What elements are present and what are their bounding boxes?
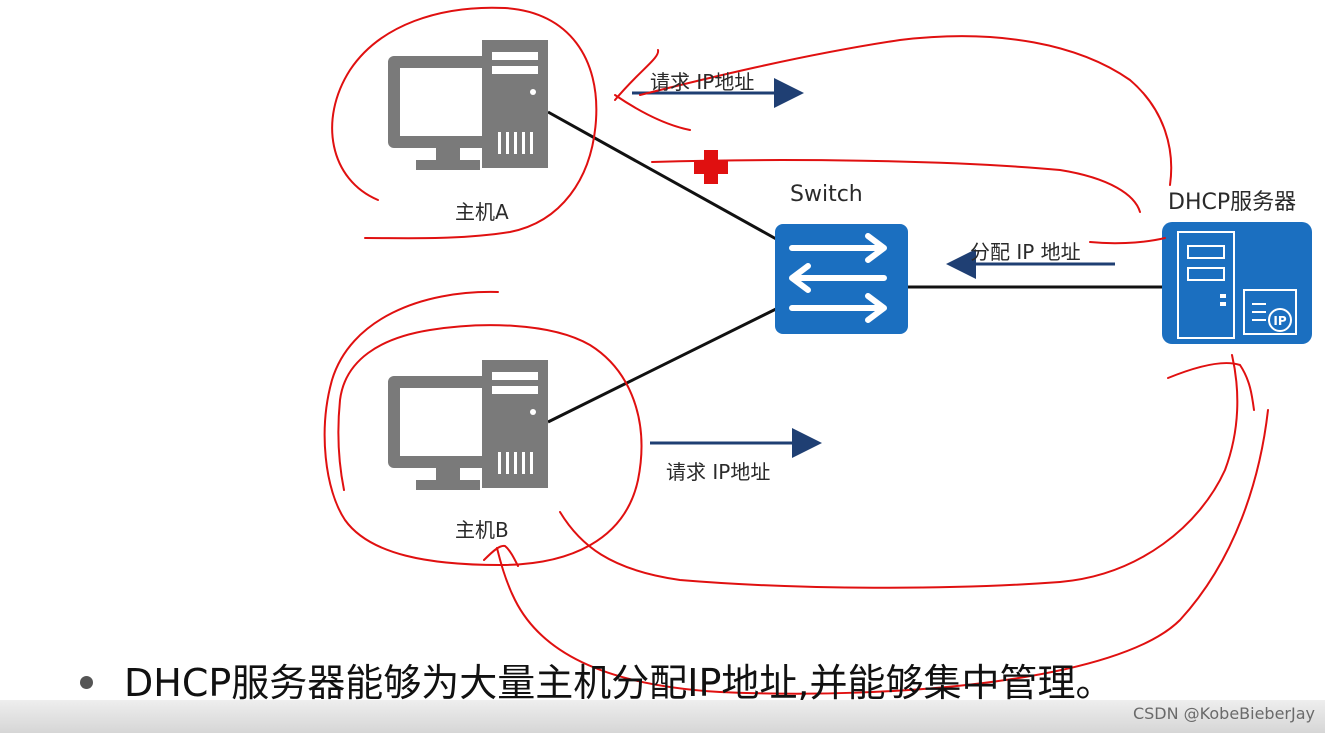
bottom-bar: CSDN @KobeBieberJay xyxy=(0,700,1325,733)
host-b-label: 主机B xyxy=(455,518,509,542)
link-host-a-switch xyxy=(547,110,779,242)
caption-text: DHCP服务器能够为大量主机分配IP地址,并能够集中管理。 xyxy=(124,661,1114,705)
network-switch-icon xyxy=(775,224,908,334)
watermark: CSDN @KobeBieberJay xyxy=(1132,704,1315,723)
link-host-b-switch xyxy=(547,306,779,424)
assign-ip-label: 分配 IP 地址 xyxy=(970,240,1081,264)
dhcp-server-label: DHCP服务器 xyxy=(1168,190,1297,215)
hand-drawn-annotations xyxy=(323,6,1269,695)
request-b-label: 请求 IP地址 xyxy=(666,460,771,484)
dhcp-server-icon: IP xyxy=(1162,222,1312,344)
host-b-computer-icon xyxy=(388,360,548,490)
bullet-icon xyxy=(80,676,93,689)
caption-row: DHCP服务器能够为大量主机分配IP地址,并能够集中管理。 xyxy=(0,648,1325,705)
host-a-computer-icon xyxy=(388,40,548,170)
red-cross-icon xyxy=(694,150,728,184)
ip-badge-text: IP xyxy=(1273,314,1286,328)
request-a-label: 请求 IP地址 xyxy=(650,70,755,94)
host-a-label: 主机A xyxy=(455,200,509,224)
switch-label: Switch xyxy=(790,182,863,207)
